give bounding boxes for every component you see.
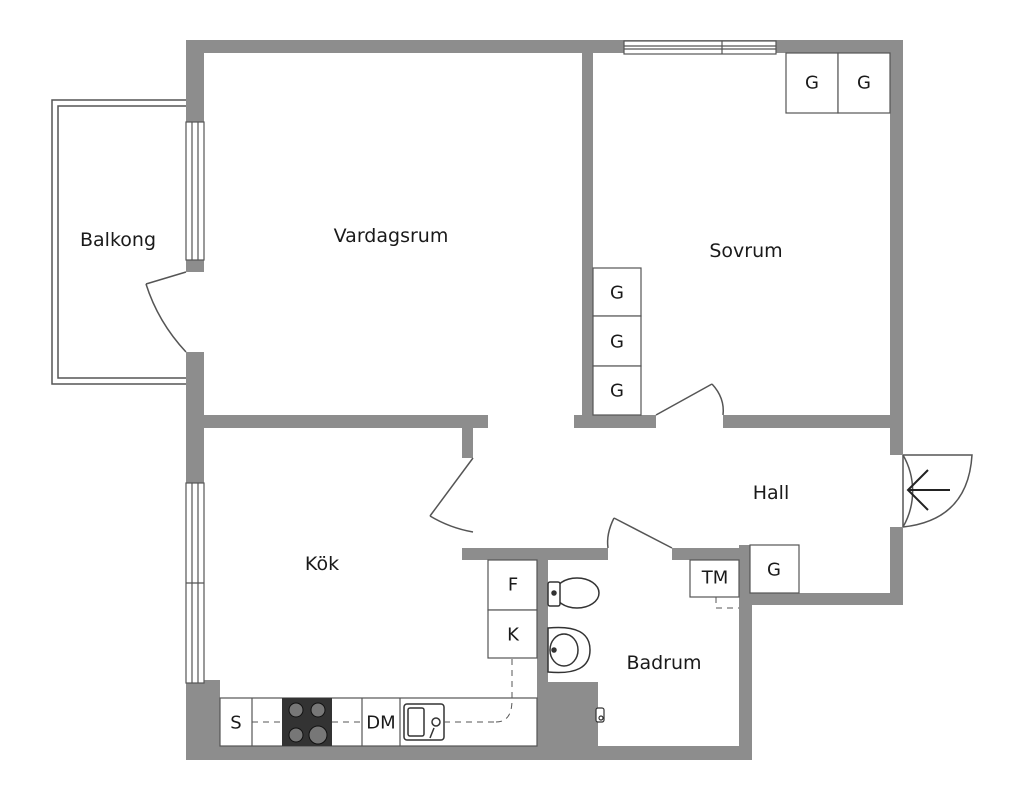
room-label-balkong: Balkong bbox=[79, 229, 157, 251]
window-living bbox=[185, 121, 205, 261]
door-balcony bbox=[145, 271, 187, 353]
window-kitchen bbox=[185, 482, 205, 684]
wall-hall-bottom bbox=[739, 593, 903, 605]
wardrobe-side-3 bbox=[592, 365, 642, 416]
wall-bedroom-bottom-right bbox=[723, 415, 890, 428]
door-bathroom bbox=[606, 517, 673, 549]
door-kitchen bbox=[429, 457, 474, 533]
balcony bbox=[51, 99, 186, 385]
walls bbox=[186, 40, 903, 760]
wall-bath-top bbox=[672, 548, 750, 560]
doors bbox=[145, 271, 973, 549]
room-label-sovrum: Sovrum bbox=[709, 240, 783, 262]
cabinets bbox=[219, 52, 891, 747]
door-bedroom bbox=[655, 383, 725, 416]
counter-s-label: S bbox=[230, 712, 242, 734]
utility-lines bbox=[252, 597, 739, 723]
wardrobe-side-2 bbox=[592, 315, 642, 367]
freezer-label: K bbox=[507, 624, 519, 646]
washing-machine-box bbox=[689, 559, 740, 598]
wall-living-kitchen bbox=[204, 415, 488, 428]
entrance-arrow-icon bbox=[906, 469, 950, 511]
wardrobe-bedroom-2 bbox=[837, 52, 891, 114]
wall-kitchen-stub bbox=[462, 428, 473, 458]
room-label-kok: Kök bbox=[304, 553, 340, 575]
wardrobe-label: G bbox=[805, 72, 819, 94]
windows bbox=[185, 40, 777, 684]
wardrobe-label: G bbox=[610, 380, 624, 402]
wall-kitchen-corner bbox=[186, 680, 220, 760]
openings bbox=[186, 272, 903, 527]
wardrobe-bedroom-1 bbox=[785, 52, 839, 114]
wardrobe-label: G bbox=[767, 559, 781, 581]
kitchen-counter bbox=[219, 697, 538, 747]
wardrobe-label: G bbox=[610, 331, 624, 353]
wall-bedroom-bottom-left bbox=[574, 415, 656, 428]
wardrobe-hall bbox=[749, 544, 800, 594]
window-top bbox=[623, 40, 777, 55]
bathroom-shaft bbox=[548, 682, 598, 748]
shower-icon bbox=[595, 707, 605, 723]
wall-top bbox=[186, 40, 903, 53]
wardrobe-label: G bbox=[610, 282, 624, 304]
wardrobe-label: G bbox=[857, 72, 871, 94]
wall-kitchen-hall bbox=[462, 548, 608, 560]
freezer-box bbox=[487, 609, 538, 659]
room-label-hall: Hall bbox=[752, 482, 790, 504]
stove-icon bbox=[282, 698, 332, 746]
washbasin-icon bbox=[547, 626, 591, 674]
room-label-badrum: Badrum bbox=[626, 652, 702, 674]
fridge-label: F bbox=[507, 574, 519, 596]
washing-machine-label: TM bbox=[701, 567, 729, 589]
wall-kitchen-bath bbox=[537, 548, 548, 748]
wall-bottom bbox=[186, 746, 752, 760]
wall-living-bedroom bbox=[582, 53, 593, 415]
dishwasher-label: DM bbox=[366, 712, 396, 734]
toilet-icon bbox=[547, 577, 600, 609]
room-label-vardagsrum: Vardagsrum bbox=[333, 225, 449, 247]
